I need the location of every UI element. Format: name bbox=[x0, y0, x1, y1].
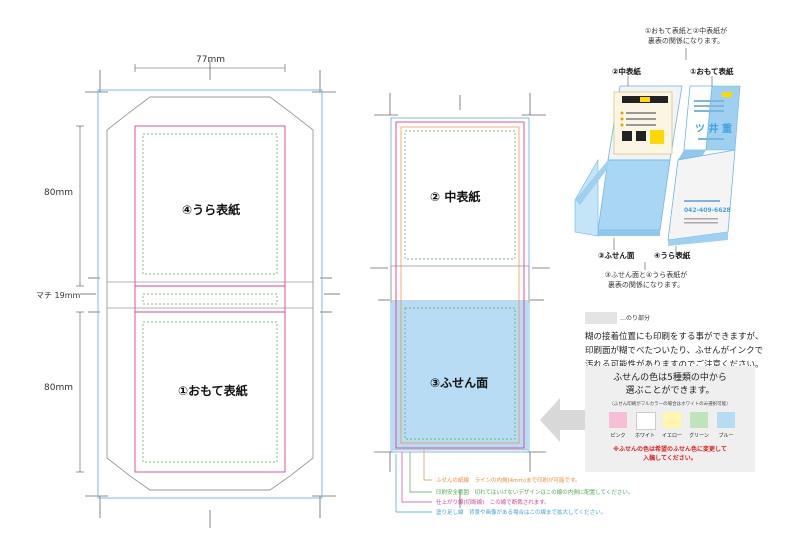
color-swatch bbox=[690, 412, 708, 428]
glue-label: …のり部分 bbox=[620, 315, 651, 322]
legend-blue-line: 塗り足し線 背景や画像がある場合はこの線まで拡大してください。 bbox=[436, 510, 607, 516]
colors-box-subtitle: （ふせん印刷がフルカラーの場合はホワイトのみ選択可能） bbox=[609, 402, 731, 407]
dim-gusset-label: マチ 19mm bbox=[36, 291, 81, 300]
dim-front-height-label: 80mm bbox=[44, 383, 73, 393]
color-swatch bbox=[663, 412, 681, 428]
svg-text:ツ 井 重: ツ 井 重 bbox=[695, 122, 732, 135]
legend-orange-line: ふせんの紙線 ラインの内側(4mm)まで印刷が可能です。 bbox=[436, 478, 581, 484]
mockup-label-back-cover: ④うら表紙 bbox=[654, 251, 691, 260]
front-cover-label: ①おもて表紙 bbox=[178, 384, 248, 398]
color-swatch bbox=[636, 412, 656, 430]
mockup-label-fusen: ③ふせん面 bbox=[598, 251, 635, 260]
color-swatch-label: イエロー bbox=[662, 433, 682, 439]
color-swatch-label: グリーン bbox=[689, 433, 709, 439]
color-swatch-label: ブルー bbox=[718, 433, 734, 439]
dim-width-label: 77mm bbox=[196, 55, 225, 65]
color-swatch-label: ホワイト bbox=[634, 433, 655, 439]
legend-green-line: 印刷安全範囲 切れてはいけないデザインはこの線の内側に配置してください。 bbox=[436, 490, 634, 496]
color-swatch bbox=[609, 412, 627, 428]
mockup-label-front-cover: ①おもて表紙 bbox=[690, 67, 734, 76]
legend-magenta-line: 仕上がり線(切断線) この線で断裁されます。 bbox=[436, 500, 550, 506]
mockup-caption-top: ①おもて表紙と②中表紙が 裏表の関係になります。 bbox=[644, 27, 728, 45]
color-swatch-row: ピンク ホワイト イエロー グリーン ブルー bbox=[605, 412, 745, 442]
glue-note: 糊の接着位置にも印刷をする事ができますが、 印刷面が糊でべたついたり、ふせんがイ… bbox=[585, 332, 764, 370]
glue-swatch bbox=[585, 312, 617, 324]
color-swatch bbox=[717, 412, 735, 428]
mockup-label-inner-cover: ②中表紙 bbox=[612, 67, 641, 76]
dim-back-height-label: 80mm bbox=[44, 188, 73, 198]
colors-box-warning: ※ふせんの色は希望のふせん色に変更して 入稿してください。 bbox=[613, 446, 727, 462]
color-swatch-label: ピンク bbox=[610, 433, 626, 439]
colors-box-title: ふせんの色は5種類の中から 選ぶことができます。 bbox=[613, 373, 727, 396]
fusen-colors-box: ふせんの色は5種類の中から 選ぶことができます。 （ふせん印刷がフルカラーの場合… bbox=[585, 366, 755, 472]
fusen-side-label: ③ふせん面 bbox=[430, 376, 489, 390]
mockup-caption-bottom: ③ふせん面と④うら表紙が 裏表の関係になります。 bbox=[604, 271, 688, 289]
svg-text:042-409-6628: 042-409-6628 bbox=[684, 207, 731, 214]
inner-cover-label: ② 中表紙 bbox=[430, 190, 481, 204]
back-cover-label: ④うら表紙 bbox=[182, 203, 241, 217]
